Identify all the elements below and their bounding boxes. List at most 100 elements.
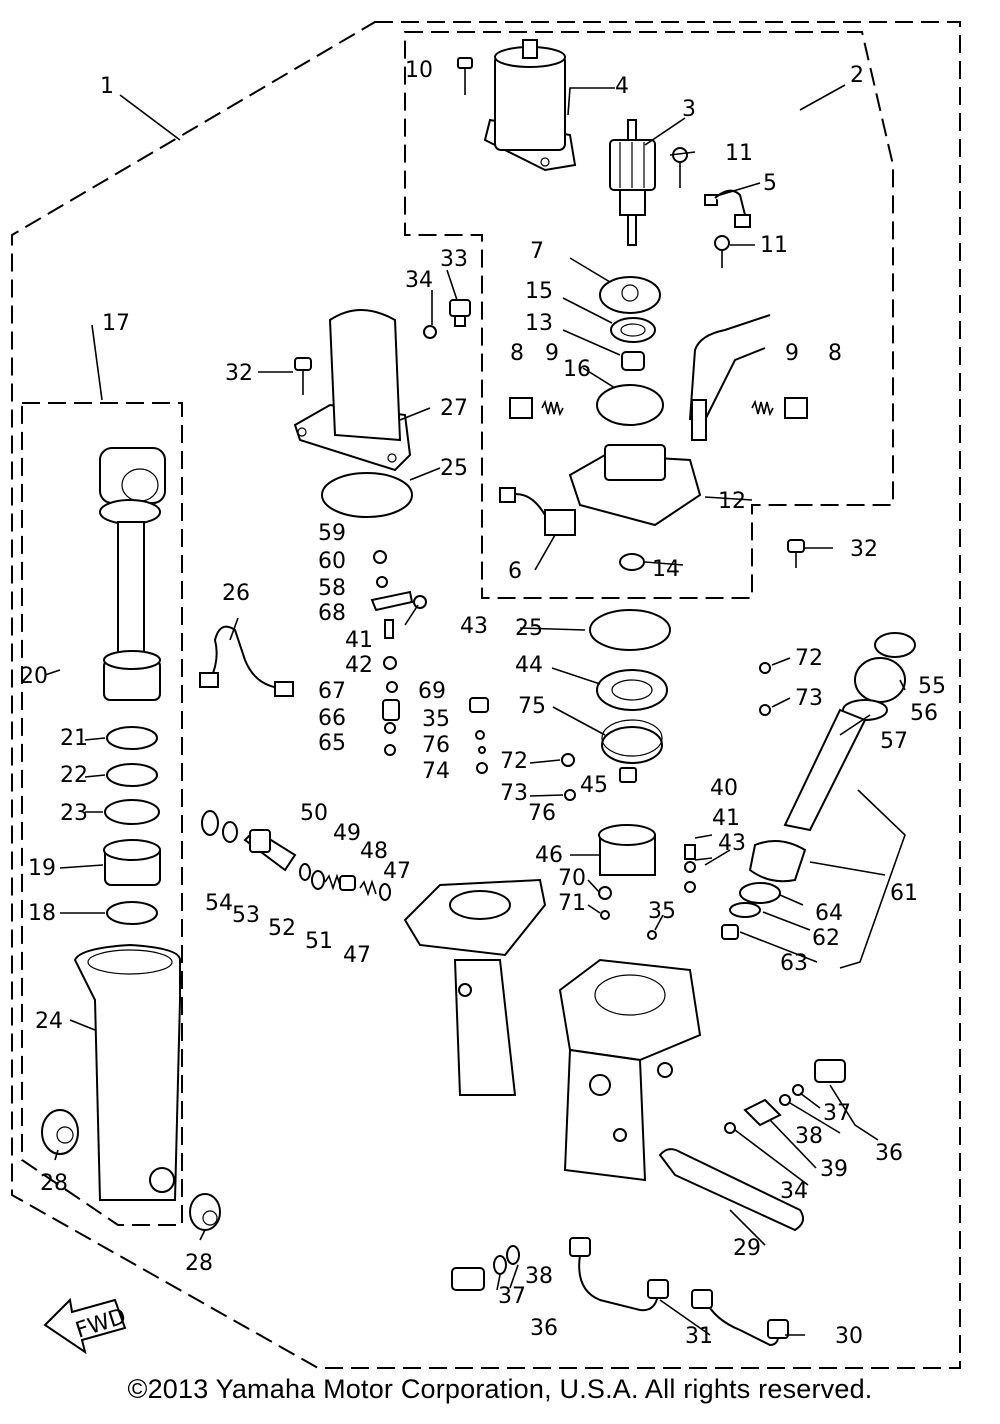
callout-33: 33 xyxy=(440,247,468,272)
callout-71: 71 xyxy=(558,891,586,916)
callout-66: 66 xyxy=(318,706,346,731)
callout-10: 10 xyxy=(405,58,433,83)
callout-43a: 43 xyxy=(460,614,488,639)
callout-40: 40 xyxy=(710,776,738,801)
tilt-shaft-29 xyxy=(658,1148,805,1232)
callout-28a: 28 xyxy=(40,1171,68,1196)
callout-26: 26 xyxy=(222,581,250,606)
callout-29: 29 xyxy=(733,1236,761,1261)
callout-55: 55 xyxy=(918,674,946,699)
callout-6: 6 xyxy=(508,559,522,584)
callout-75: 75 xyxy=(518,694,546,719)
callout-32b: 32 xyxy=(850,537,878,562)
callout-21: 21 xyxy=(60,726,88,751)
valve-stack-left xyxy=(370,550,427,756)
callout-53: 53 xyxy=(232,903,260,928)
callout-37a: 37 xyxy=(823,1101,851,1126)
motor-housing xyxy=(483,39,577,172)
callout-34a: 34 xyxy=(405,268,433,293)
fwd-arrow xyxy=(43,1297,127,1355)
callout-13: 13 xyxy=(525,311,553,336)
callout-72a: 72 xyxy=(795,646,823,671)
gear-75 xyxy=(601,719,663,764)
plug-33 xyxy=(449,299,471,327)
callout-labels: 1 2 3 4 5 6 7 8 8 9 9 10 11 11 12 13 14 … xyxy=(20,58,946,1349)
cylinder-housing xyxy=(403,878,702,1182)
callout-34b: 34 xyxy=(780,1179,808,1204)
callout-25b: 25 xyxy=(515,616,543,641)
o-ring-21 xyxy=(106,726,158,750)
callout-60: 60 xyxy=(318,549,346,574)
callout-76a: 76 xyxy=(422,733,450,758)
spring-9-left xyxy=(541,399,564,417)
callout-7: 7 xyxy=(530,239,544,264)
callout-38b: 38 xyxy=(525,1264,553,1289)
callout-8a: 8 xyxy=(510,341,524,366)
hose-26-fitting-right xyxy=(274,681,294,697)
callout-11b: 11 xyxy=(760,233,788,258)
callout-3: 3 xyxy=(682,97,696,122)
callout-35a: 35 xyxy=(422,707,450,732)
spring-9-right xyxy=(751,399,774,417)
callout-63: 63 xyxy=(780,951,808,976)
screw-11-lower xyxy=(714,235,730,268)
copyright-notice: ©2013 Yamaha Motor Corporation, U.S.A. A… xyxy=(127,1374,873,1404)
valve-row xyxy=(201,810,391,901)
callout-24: 24 xyxy=(35,1009,63,1034)
o-ring-25-upper xyxy=(321,472,413,518)
callout-28b: 28 xyxy=(185,1251,213,1276)
reservoir-27 xyxy=(293,309,412,472)
callout-50: 50 xyxy=(300,801,328,826)
callout-43b: 43 xyxy=(718,831,746,856)
callout-15: 15 xyxy=(525,279,553,304)
callout-4: 4 xyxy=(615,74,629,99)
callout-38a: 38 xyxy=(795,1124,823,1149)
callout-64: 64 xyxy=(815,901,843,926)
pipe-31 xyxy=(569,1237,669,1312)
callout-47b: 47 xyxy=(343,943,371,968)
callout-12: 12 xyxy=(718,489,746,514)
bearing-14 xyxy=(619,553,645,571)
leader-lines xyxy=(44,84,906,1336)
callout-59: 59 xyxy=(318,521,346,546)
screw-10 xyxy=(457,57,473,95)
callout-22: 22 xyxy=(60,763,88,788)
callout-42: 42 xyxy=(345,653,373,678)
assembly-17-boundary xyxy=(21,402,183,1226)
callout-9a: 9 xyxy=(545,341,559,366)
callout-18: 18 xyxy=(28,901,56,926)
callout-32a: 32 xyxy=(225,361,253,386)
callout-61: 61 xyxy=(890,881,918,906)
callout-44: 44 xyxy=(515,653,543,678)
o-ring-22 xyxy=(106,763,158,787)
callout-76b: 76 xyxy=(528,801,556,826)
callout-5: 5 xyxy=(763,171,777,196)
armature xyxy=(609,119,656,246)
callout-25a: 25 xyxy=(440,456,468,481)
brush-holder-7 xyxy=(599,276,661,314)
o-ring-18 xyxy=(106,901,158,925)
callout-73a: 73 xyxy=(795,686,823,711)
bushing-28-right xyxy=(189,1193,221,1231)
callout-36a: 36 xyxy=(875,1141,903,1166)
bushing-28-left xyxy=(41,1109,79,1155)
callout-39: 39 xyxy=(820,1157,848,1182)
callout-17: 17 xyxy=(102,311,130,336)
piston-rod xyxy=(103,521,161,701)
hose-26 xyxy=(209,625,281,689)
callout-23: 23 xyxy=(60,801,88,826)
brush-8-left xyxy=(509,397,533,419)
callout-2: 2 xyxy=(850,63,864,88)
callout-47a: 47 xyxy=(383,859,411,884)
callout-46: 46 xyxy=(535,843,563,868)
o-ring-34-upper xyxy=(423,325,437,339)
callout-27: 27 xyxy=(440,396,468,421)
lower-valves xyxy=(451,1245,520,1291)
trim-cylinder-cap xyxy=(99,447,166,525)
assembly-2-boundary xyxy=(404,31,894,599)
cylinder-gland-19 xyxy=(103,839,161,886)
gear-housing-44 xyxy=(596,669,668,711)
callout-19: 19 xyxy=(28,856,56,881)
o-ring-16 xyxy=(596,384,664,426)
